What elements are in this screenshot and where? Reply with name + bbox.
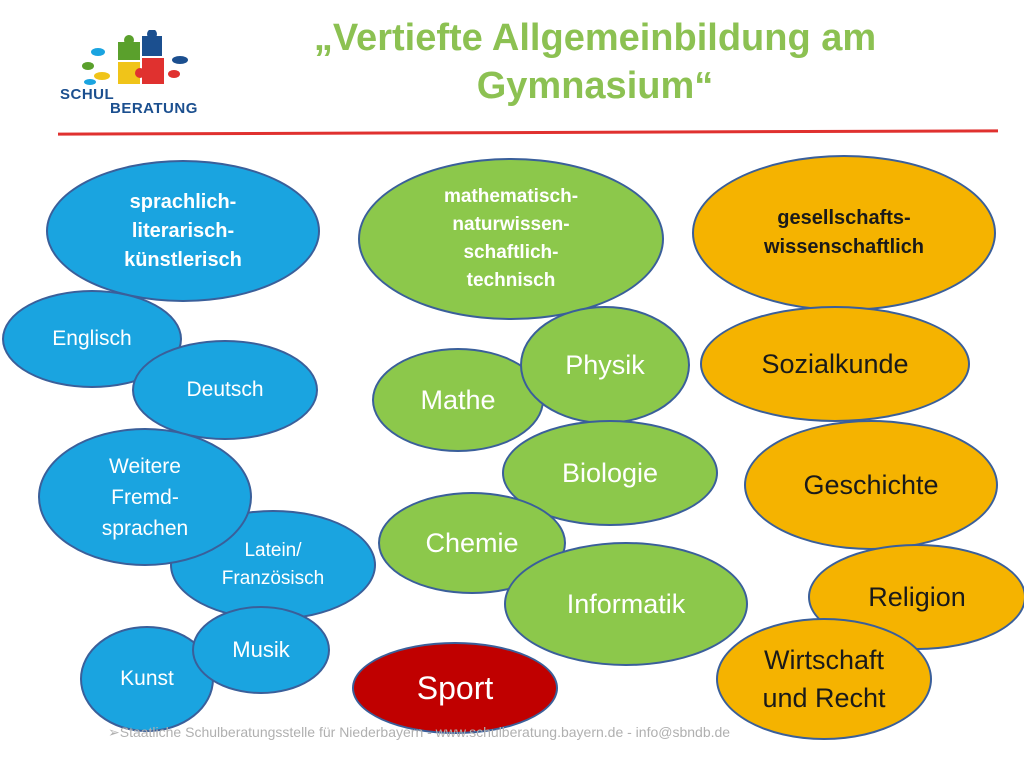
logo-text-line1: SCHUL xyxy=(60,86,115,103)
category-gesellschaft: gesellschafts- wissenschaftlich xyxy=(692,155,996,311)
puzzle-icon xyxy=(82,30,188,85)
subject-kunst: Kunst xyxy=(80,626,214,732)
category-mathematisch: mathematisch- naturwissen- schaftlich- t… xyxy=(358,158,664,320)
schulberatung-logo: SCHUL BERATUNG xyxy=(58,30,218,130)
logo-text-line2: BERATUNG xyxy=(110,100,198,117)
subject-musik: Musik xyxy=(192,606,330,694)
subject-sport: Sport xyxy=(352,642,558,734)
subject-wirtschaft-und-recht: Wirtschaft und Recht xyxy=(716,618,932,740)
subject-physik: Physik xyxy=(520,306,690,424)
title-divider xyxy=(57,129,999,136)
subject-weitere-fremdsprachen: Weitere Fremd- sprachen xyxy=(38,428,252,566)
category-sprachlich: sprachlich- literarisch- künstlerisch xyxy=(46,160,320,302)
page-title: „Vertiefte Allgemeinbildung am Gymnasium… xyxy=(313,17,877,107)
subject-mathe: Mathe xyxy=(372,348,544,452)
subject-sozialkunde: Sozialkunde xyxy=(700,306,970,422)
footer-text: ➢Staatliche Schulberatungsstelle für Nie… xyxy=(108,724,731,740)
subject-geschichte: Geschichte xyxy=(744,420,998,550)
subject-informatik: Informatik xyxy=(504,542,748,666)
subject-deutsch: Deutsch xyxy=(132,340,318,440)
